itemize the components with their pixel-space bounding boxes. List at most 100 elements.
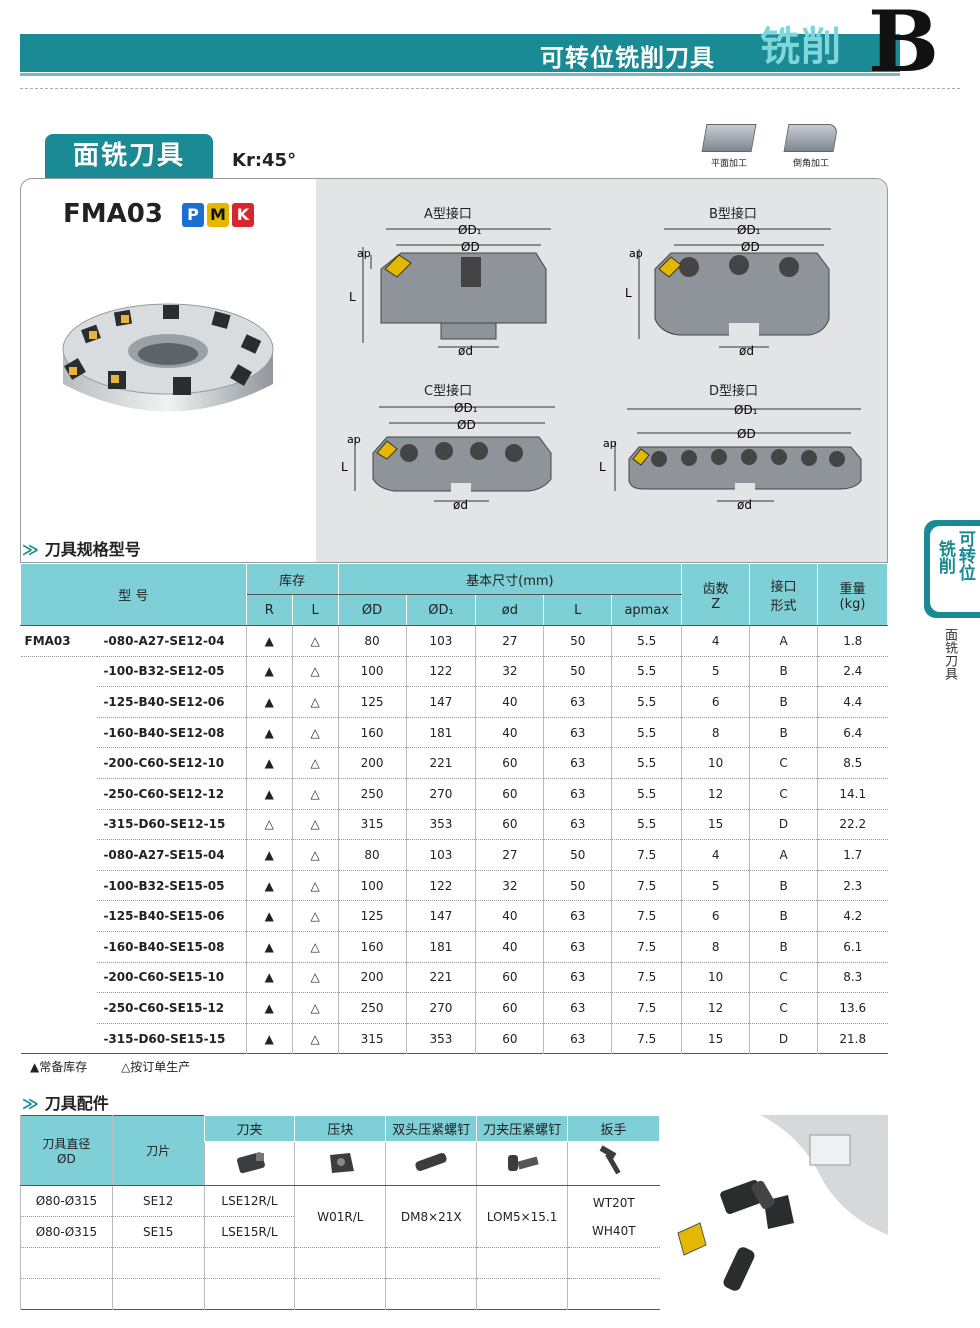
stock-l: △ (291, 656, 339, 688)
weight: 6.4 (817, 717, 888, 749)
teeth: 15 (681, 809, 750, 841)
diameter: 125 (337, 686, 407, 718)
interface: A (749, 625, 818, 657)
col-double-screw: 双头压紧螺钉 (385, 1115, 478, 1142)
model-prefix (21, 993, 98, 1024)
length: 50 (543, 870, 612, 902)
diameter-d1: 122 (405, 870, 476, 902)
stock-r: ▲ (245, 717, 293, 749)
header-letter: B (868, 0, 939, 91)
teeth: 8 (681, 717, 750, 749)
length-label: L (625, 286, 632, 300)
length: 50 (543, 839, 612, 871)
apmax: 5.5 (611, 717, 682, 749)
col-clamp: 压块 (294, 1115, 387, 1142)
stock-l: △ (291, 839, 339, 871)
model-prefix (21, 962, 98, 993)
bore: 40 (475, 717, 544, 749)
diameter: 100 (337, 656, 407, 688)
weight: 14.1 (817, 778, 888, 810)
col-diameter-d1: ØD₁ (405, 594, 477, 626)
col-teeth-sub: Z (711, 596, 721, 612)
stock-r: △ (245, 809, 293, 841)
diagram-a-title: A型接口 (424, 207, 472, 222)
model-prefix (21, 717, 98, 748)
weight: 8.3 (817, 962, 888, 994)
stock-r: ▲ (245, 900, 293, 932)
stock-l: △ (291, 1023, 339, 1055)
diagram-d: ØD₁ ØD ød ap L (599, 403, 862, 512)
ap-label: ap (603, 437, 617, 450)
model-code: -315-D60-SE15-15 (97, 1023, 247, 1055)
diameter: 250 (337, 778, 407, 810)
teeth: 10 (681, 747, 750, 779)
wrench-icon (567, 1141, 660, 1186)
stock-r: ▲ (245, 931, 293, 963)
product-name-text: FMA03 (63, 199, 163, 229)
diameter: 315 (337, 1023, 407, 1055)
length: 63 (543, 686, 612, 718)
header-chip: 铣削 (760, 24, 842, 70)
stock-r: ▲ (245, 962, 293, 994)
apmax: 7.5 (611, 900, 682, 932)
diagram-b: ØD₁ ØD ød ap L (625, 223, 831, 358)
length-label: L (341, 460, 348, 474)
interface: C (749, 747, 818, 779)
holder-icon (203, 1141, 295, 1186)
bore: 60 (475, 992, 544, 1024)
teeth: 12 (681, 778, 750, 810)
col-model: 型 号 (20, 563, 247, 626)
bore: 60 (475, 778, 544, 810)
stock-l: △ (291, 809, 339, 841)
interface: B (749, 656, 818, 688)
teeth: 8 (681, 931, 750, 963)
col-holder: 刀夹 (203, 1115, 296, 1142)
col-diameter: ØD (337, 594, 407, 626)
teeth: 12 (681, 992, 750, 1024)
stock-r: ▲ (245, 656, 293, 688)
face-milling-icon: 平面加工 (694, 124, 764, 169)
diagram-area (316, 179, 887, 562)
stock-r: ▲ (245, 1023, 293, 1055)
model-code: -200-C60-SE15-10 (97, 962, 247, 994)
length-label: L (599, 460, 606, 474)
side-subtitle: 面铣刀具 (942, 628, 957, 680)
diagram-c: ØD₁ ØD ød ap L (341, 401, 555, 512)
stock-l: △ (291, 900, 339, 932)
diameter: 80 (337, 625, 407, 657)
side-chapter-tab[interactable]: 可转位 铣削 (924, 520, 980, 618)
bore-d-label: ød (453, 498, 468, 512)
diameter-d1: 270 (405, 778, 476, 810)
bore: 27 (475, 625, 544, 657)
model-code: -250-C60-SE12-12 (97, 778, 247, 810)
accessory-diameter: Ø80-Ø315 (20, 1216, 113, 1248)
length: 50 (543, 625, 612, 657)
diameter-d1: 147 (405, 900, 476, 932)
weight: 22.2 (817, 809, 888, 841)
model-prefix (21, 687, 98, 718)
weight: 8.5 (817, 747, 888, 779)
material-badge-k: K (232, 202, 254, 227)
diameter-d-label: ØD (741, 240, 760, 254)
diameter-d1-label: ØD₁ (454, 401, 478, 415)
weight: 4.4 (817, 686, 888, 718)
length: 63 (543, 747, 612, 779)
diagram-c-title: C型接口 (424, 384, 473, 399)
side-tab-col-1: 铣削 (934, 540, 955, 574)
model-code: -160-B40-SE15-08 (97, 931, 247, 963)
diameter-d1: 122 (405, 656, 476, 688)
accessory-diameter: Ø80-Ø315 (20, 1185, 113, 1217)
length: 63 (543, 1023, 612, 1055)
wrench-2: WH40T (592, 1223, 636, 1238)
